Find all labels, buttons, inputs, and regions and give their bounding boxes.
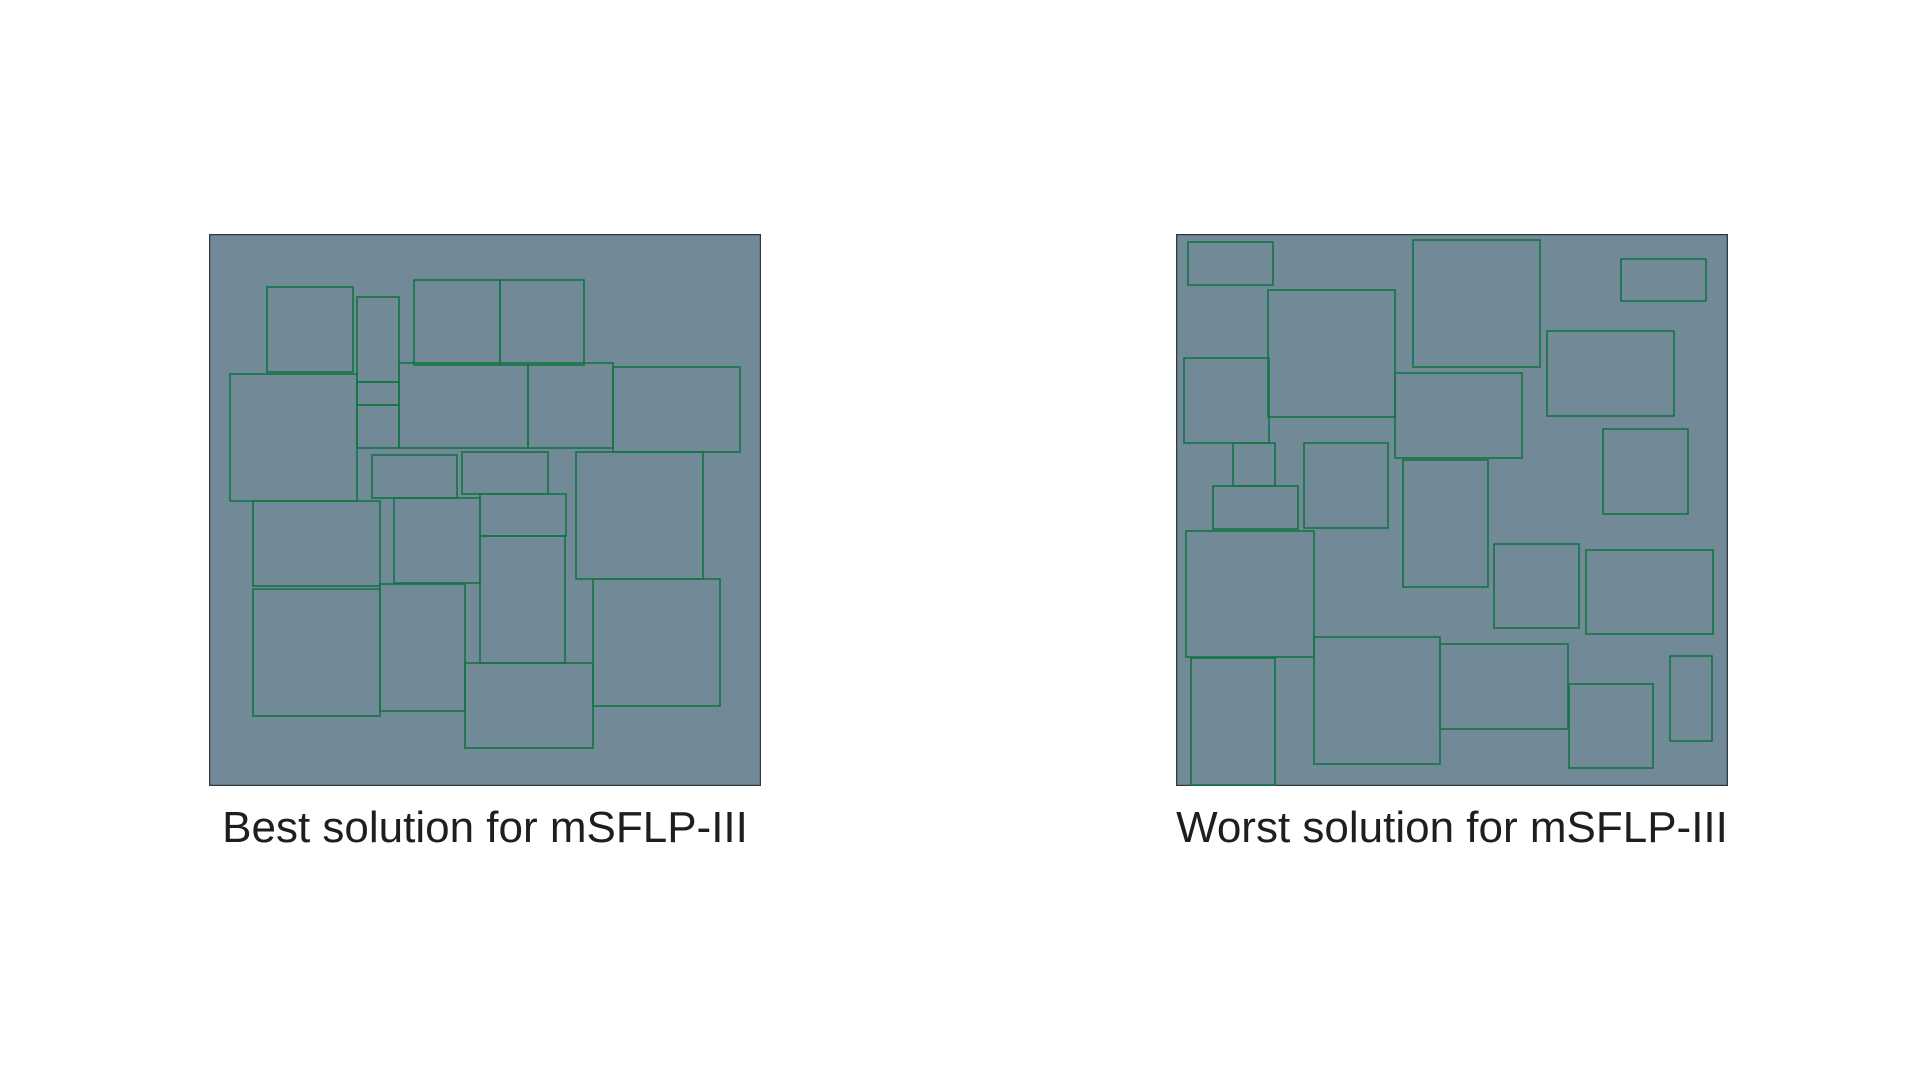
facility-11 [1212,485,1299,530]
facility-18 [1190,657,1276,786]
facility-group [1183,239,1714,786]
facility-1 [1187,241,1274,286]
facility-19 [379,583,466,712]
facility-4 [1267,289,1396,418]
facility-10 [1602,428,1689,515]
worst-solution-layout [1176,234,1728,786]
floor-area [209,234,761,786]
facility-20 [592,578,721,707]
floor-area [1176,234,1728,786]
facility-5 [1546,330,1675,417]
facility-15 [1585,549,1714,635]
facility-21 [464,662,594,749]
facility-2 [1412,239,1541,368]
facility-17 [1439,643,1569,730]
facility-12 [1402,459,1489,588]
facility-14 [1493,543,1580,629]
facility-7 [1394,372,1523,459]
worst-solution-panel: Worst solution for mSFLP-III [1176,234,1728,852]
facility-group [229,279,741,749]
facility-6 [1183,357,1270,444]
facility-3 [1620,258,1707,302]
best-solution-layout [209,234,761,786]
best-solution-caption: Best solution for mSFLP-III [222,803,748,852]
facility-20 [1669,655,1713,742]
facility-14 [252,500,381,587]
facility-9 [1303,442,1389,529]
facility-13 [1185,530,1315,658]
facility-1 [266,286,354,373]
facility-4 [499,279,585,366]
best-solution-panel: Best solution for mSFLP-III [209,234,761,852]
worst-solution-caption: Worst solution for mSFLP-III [1176,803,1728,852]
facility-19 [1568,683,1654,769]
